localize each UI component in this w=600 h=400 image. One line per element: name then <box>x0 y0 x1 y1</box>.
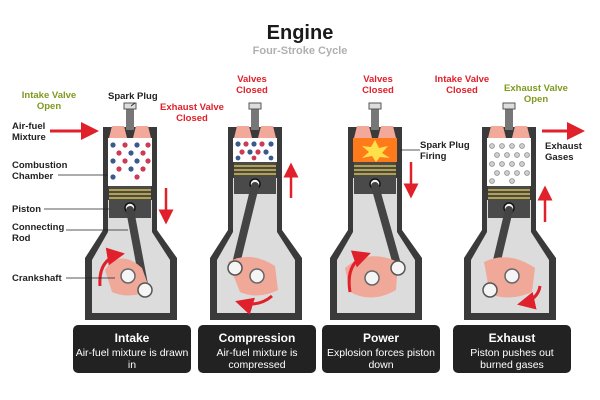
label-exhaust-valve-closed: Exhaust Valve Closed <box>160 102 224 124</box>
stroke-title: Exhaust <box>488 331 536 345</box>
fuel-particles <box>110 142 151 180</box>
stroke-title: Compression <box>218 331 296 345</box>
crank-center <box>504 268 520 284</box>
rotation-arrow <box>235 294 273 315</box>
page-subtitle: Four-Stroke Cycle <box>252 45 348 57</box>
label-valves-closed-power: Valves Closed <box>362 74 394 96</box>
stroke-card-exhaust: Exhaust Piston pushes out burned gases <box>453 325 571 373</box>
engine-exhaust <box>464 102 585 320</box>
stroke-description: Air-fuel mixture is drawn in <box>75 347 189 371</box>
crank-center <box>249 268 265 284</box>
label-spark-plug-firing: Spark Plug Firing <box>420 140 470 162</box>
rotation-arrow <box>347 250 371 293</box>
label-valves-closed-compression: Valves Closed <box>236 74 268 96</box>
stroke-card-power: Power Explosion forces piston down <box>322 325 440 373</box>
stroke-title: Power <box>362 331 399 345</box>
label-connecting-rod: Connecting Rod <box>12 222 65 244</box>
label-piston: Piston <box>12 204 42 215</box>
page-title: Engine <box>266 22 334 44</box>
label-exhaust-valve-open: Exhaust Valve Open <box>504 83 568 105</box>
label-exhaust-gases: Exhaust Gases <box>545 141 582 163</box>
label-air-fuel-mixture: Air-fuel Mixture <box>12 121 46 143</box>
spark-plug-icon <box>123 102 137 130</box>
label-intake-valve-closed: Intake Valve Closed <box>434 74 490 96</box>
stroke-description: Explosion forces piston down <box>327 347 435 371</box>
leader-lines <box>44 102 420 279</box>
engine-intake <box>50 102 177 320</box>
label-combustion-chamber: Combustion Chamber <box>12 160 68 182</box>
label-spark-plug: Spark Plug <box>108 91 158 102</box>
engine-compression <box>210 102 302 320</box>
connecting-rod <box>371 182 402 272</box>
explosion-burst <box>362 140 390 162</box>
spark-plug-icon <box>368 102 382 130</box>
exhaust-particles <box>489 143 530 184</box>
connecting-rod <box>231 182 259 272</box>
label-intake-valve-open: Intake Valve Open <box>21 90 77 112</box>
spark-plug-icon <box>248 102 262 130</box>
spark-plug-icon <box>502 102 516 130</box>
stroke-description: Air-fuel mixture is compressed <box>216 347 298 371</box>
rotation-arrow <box>98 247 125 287</box>
rotation-arrow <box>517 285 542 310</box>
label-crankshaft: Crankshaft <box>12 273 62 284</box>
stroke-title: Intake <box>114 331 150 345</box>
stroke-description: Piston pushes out burned gases <box>470 347 554 371</box>
stroke-card-intake: Intake Air-fuel mixture is drawn in <box>73 325 191 373</box>
crank-center <box>364 270 380 286</box>
stroke-card-compression: Compression Air-fuel mixture is compress… <box>198 325 316 373</box>
fuel-particles <box>235 141 274 161</box>
crank-center <box>120 268 136 284</box>
engine-power <box>330 102 422 320</box>
